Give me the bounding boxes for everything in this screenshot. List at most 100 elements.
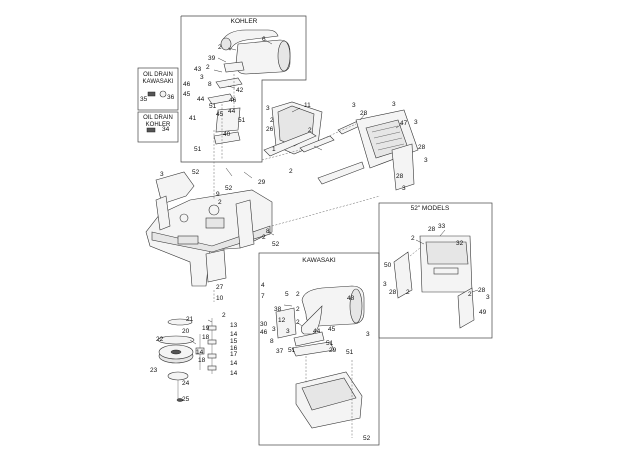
kawasaki-panel: KAWASAKI xyxy=(258,252,380,446)
callout-3: 3 xyxy=(383,281,387,288)
callout-2: 2 xyxy=(468,291,472,298)
callout-21: 21 xyxy=(186,316,194,323)
callout-2: 2 xyxy=(411,235,415,242)
callout-44: 44 xyxy=(197,96,205,103)
callout-3: 3 xyxy=(160,171,164,178)
callout-3: 3 xyxy=(366,331,370,338)
leader-lines xyxy=(189,39,479,345)
callout-33: 33 xyxy=(438,223,446,230)
callout-2: 2 xyxy=(296,319,300,326)
callout-45: 45 xyxy=(183,91,191,98)
callout-15: 15 xyxy=(230,338,238,345)
callout-32: 32 xyxy=(456,240,464,247)
callout-14: 14 xyxy=(230,360,238,367)
callout-43: 43 xyxy=(194,66,202,73)
callout-14: 14 xyxy=(196,349,204,356)
callout-30: 30 xyxy=(260,321,268,328)
callout-2: 2 xyxy=(218,199,222,206)
callout-37: 37 xyxy=(276,348,284,355)
callout-45: 45 xyxy=(216,111,224,118)
callout-24: 24 xyxy=(182,380,190,387)
oil-drain-kawasaki-title-1: OIL DRAIN xyxy=(143,72,173,78)
callout-9: 9 xyxy=(216,191,220,198)
callout-28: 28 xyxy=(396,173,404,180)
callout-51: 51 xyxy=(346,349,354,356)
callout-29: 29 xyxy=(329,347,337,354)
callout-3: 3 xyxy=(414,119,418,126)
callout-2: 2 xyxy=(262,234,266,241)
callout-35: 35 xyxy=(140,96,148,103)
callout-2: 2 xyxy=(222,312,226,319)
oil-drain-kawasaki-box: OIL DRAIN KAWASAKI xyxy=(137,67,179,111)
callout-20: 20 xyxy=(182,328,190,335)
kawasaki-muffler xyxy=(275,285,365,438)
callout-40: 40 xyxy=(223,131,231,138)
callout-11: 11 xyxy=(304,102,311,109)
callout-51: 51 xyxy=(326,340,334,347)
callout-46: 46 xyxy=(183,81,191,88)
callout-18: 18 xyxy=(198,357,206,364)
callout-3: 3 xyxy=(200,74,204,81)
kohler-panel: KOHLER xyxy=(180,15,307,163)
callout-28: 28 xyxy=(428,226,436,233)
models-52-title: 52" MODELS xyxy=(411,205,450,212)
callout-26: 26 xyxy=(266,126,274,133)
callout-3: 3 xyxy=(486,294,490,301)
callout-3: 3 xyxy=(352,102,356,109)
callout-2: 2 xyxy=(206,64,210,71)
oil-drain-kohler-title-1: OIL DRAIN xyxy=(143,115,173,121)
callout-16: 16 xyxy=(230,345,238,352)
callout-18: 18 xyxy=(202,334,210,341)
callout-52: 52 xyxy=(363,435,371,442)
callout-2: 2 xyxy=(289,168,293,175)
callout-49: 49 xyxy=(479,309,487,316)
main-frame xyxy=(145,130,381,302)
models-52-parts xyxy=(393,235,475,329)
callout-46: 46 xyxy=(260,329,268,336)
callout-34: 34 xyxy=(162,126,170,133)
kohler-title: KOHLER xyxy=(231,18,258,25)
guard-slots xyxy=(371,125,405,151)
callout-6: 6 xyxy=(262,36,266,43)
callout-3: 3 xyxy=(272,326,276,333)
callout-52: 52 xyxy=(225,185,233,192)
callout-2: 2 xyxy=(296,291,300,298)
callout-2: 2 xyxy=(406,289,410,296)
callout-8: 8 xyxy=(208,81,212,88)
callout-39: 39 xyxy=(208,55,216,62)
callout-28: 28 xyxy=(478,287,486,294)
callout-42: 42 xyxy=(236,87,244,94)
callout-28: 28 xyxy=(418,144,426,151)
callout-51: 51 xyxy=(194,146,202,153)
models-52-panel: 52" MODELS xyxy=(378,202,493,339)
callout-23: 23 xyxy=(150,367,158,374)
callout-3: 3 xyxy=(402,185,406,192)
oil-drain-kohler-box: OIL DRAIN KOHLER xyxy=(137,111,179,143)
callout-52: 52 xyxy=(192,169,200,176)
callout-7: 7 xyxy=(261,293,265,300)
callout-12: 12 xyxy=(278,317,286,324)
callout-41: 41 xyxy=(189,115,197,122)
callout-13: 13 xyxy=(230,322,238,329)
callout-22: 22 xyxy=(156,336,164,343)
callout-2: 2 xyxy=(218,44,222,51)
callout-44: 44 xyxy=(313,328,321,335)
callout-10: 10 xyxy=(216,295,224,302)
callout-28: 28 xyxy=(389,289,397,296)
callout-17: 17 xyxy=(230,351,238,358)
callout-4: 4 xyxy=(261,282,265,289)
callout-25: 25 xyxy=(182,396,190,403)
callout-47: 47 xyxy=(400,120,408,127)
callout-28: 28 xyxy=(360,110,368,117)
callout-19: 19 xyxy=(202,325,210,332)
callout-50: 50 xyxy=(384,262,392,269)
callout-3: 3 xyxy=(424,157,428,164)
callout-27: 27 xyxy=(216,284,224,291)
callout-44: 44 xyxy=(228,108,236,115)
kawasaki-title: KAWASAKI xyxy=(302,257,336,264)
callout-14: 14 xyxy=(230,370,238,377)
callout-52: 52 xyxy=(272,241,280,248)
callout-2: 2 xyxy=(308,127,312,134)
muffler-guard-assembly xyxy=(261,101,419,191)
